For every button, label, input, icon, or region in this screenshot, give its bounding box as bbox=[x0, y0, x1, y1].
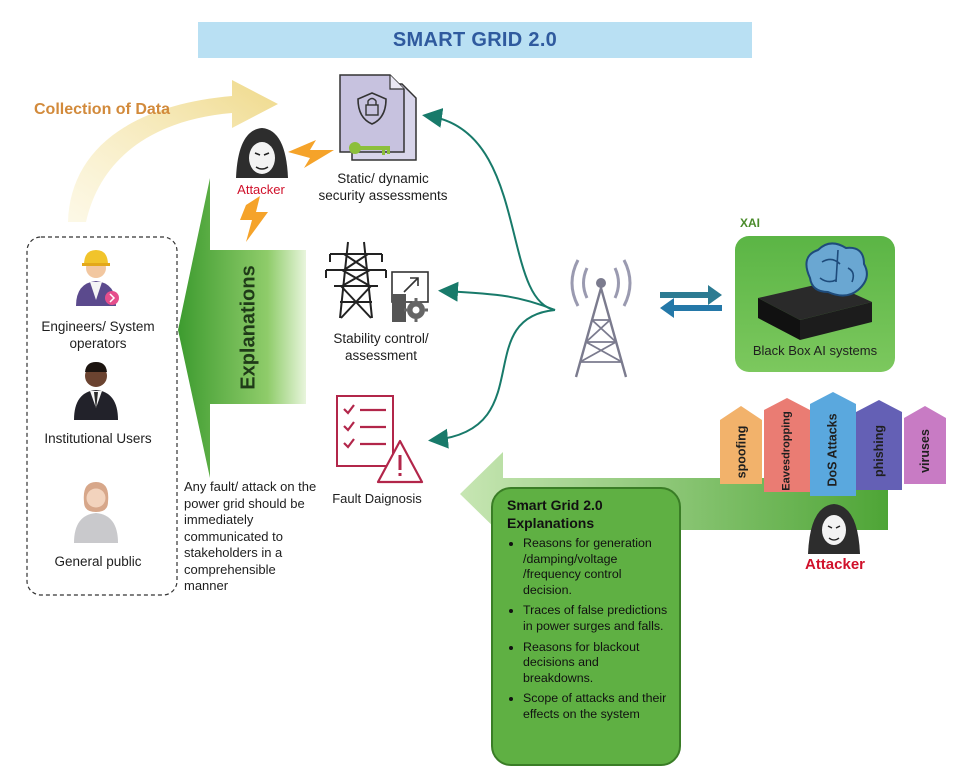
page-title: SMART GRID 2.0 bbox=[198, 22, 752, 58]
attacker-label-top: Attacker bbox=[237, 182, 285, 197]
security-document-icon bbox=[339, 74, 417, 161]
explanation-item: Traces of false predictions in power sur… bbox=[523, 603, 669, 634]
stakeholder-engineers-label: Engineers/ System operators bbox=[41, 319, 155, 351]
explanation-item: Scope of attacks and their effects on th… bbox=[523, 691, 669, 722]
attack-tab-spoofing bbox=[720, 406, 762, 484]
attack-tabs bbox=[720, 392, 946, 496]
general-public-icon bbox=[74, 482, 118, 543]
brain-icon bbox=[805, 242, 868, 297]
attack-tab-dos bbox=[810, 392, 856, 496]
exchange-arrows-icon bbox=[660, 285, 722, 318]
attack-tab-viruses bbox=[904, 406, 946, 484]
xai-label: XAI bbox=[740, 216, 761, 230]
antenna-tower-icon bbox=[570, 259, 632, 378]
collection-arrow bbox=[68, 80, 278, 222]
explanations-list: Reasons for generation /damping/voltage … bbox=[507, 536, 669, 723]
explanations-label: Explanations bbox=[237, 264, 260, 390]
black-box-label: Black Box AI systems bbox=[752, 343, 878, 358]
attacker-label-bottom: Attacker bbox=[804, 556, 866, 573]
attack-label-spoofing-wrap: spoofing bbox=[720, 420, 762, 484]
transmission-tower-icon bbox=[325, 241, 387, 319]
stability-control-label: Stability control/ assessment bbox=[333, 331, 429, 363]
attacker-top-icon bbox=[236, 128, 288, 178]
signal-arrows bbox=[422, 108, 556, 449]
engineer-icon bbox=[76, 250, 119, 306]
explanation-item: Reasons for blackout decisions and break… bbox=[523, 640, 669, 687]
attack-label-viruses: viruses bbox=[918, 429, 932, 473]
institutional-user-icon bbox=[74, 362, 118, 420]
explanations-arrow bbox=[178, 178, 306, 478]
attack-label-phishing: phishing bbox=[872, 424, 887, 478]
control-gear-icon bbox=[391, 271, 429, 322]
lightning-bolt-icon bbox=[240, 140, 334, 242]
attack-tab-phishing bbox=[856, 400, 902, 490]
attack-label-eavesdropping: Eavesdropping bbox=[781, 411, 793, 491]
attacker-bottom-icon bbox=[808, 504, 860, 554]
collection-of-data-label: Collection of Data bbox=[34, 101, 171, 118]
fault-checklist-icon bbox=[336, 395, 424, 484]
security-assessment-label: Static/ dynamic security assessments bbox=[318, 171, 448, 203]
attack-label-dos-wrap: DoS Attacks bbox=[810, 404, 856, 496]
attack-label-viruses-wrap: viruses bbox=[904, 418, 946, 484]
attack-label-phishing-wrap: phishing bbox=[856, 412, 902, 490]
stakeholder-institutional-label: Institutional Users bbox=[44, 431, 152, 446]
explanations-box: Smart Grid 2.0 Explanations Reasons for … bbox=[491, 487, 681, 766]
attack-label-eavesdropping-wrap: Eavesdropping bbox=[764, 410, 810, 492]
explanation-item: Reasons for generation /damping/voltage … bbox=[523, 536, 669, 598]
stakeholder-public-label: General public bbox=[54, 554, 142, 569]
attack-label-spoofing: spoofing bbox=[734, 425, 749, 479]
fault-diagnosis-label: Fault Daignosis bbox=[332, 491, 422, 506]
attack-label-dos: DoS Attacks bbox=[826, 413, 841, 487]
explanations-box-title: Smart Grid 2.0 Explanations bbox=[507, 497, 603, 531]
attack-tab-eavesdropping bbox=[764, 398, 810, 492]
stakeholder-note: Any fault/ attack on the power grid shou… bbox=[184, 479, 317, 593]
explanations-label-wrap: Explanations bbox=[230, 252, 268, 402]
